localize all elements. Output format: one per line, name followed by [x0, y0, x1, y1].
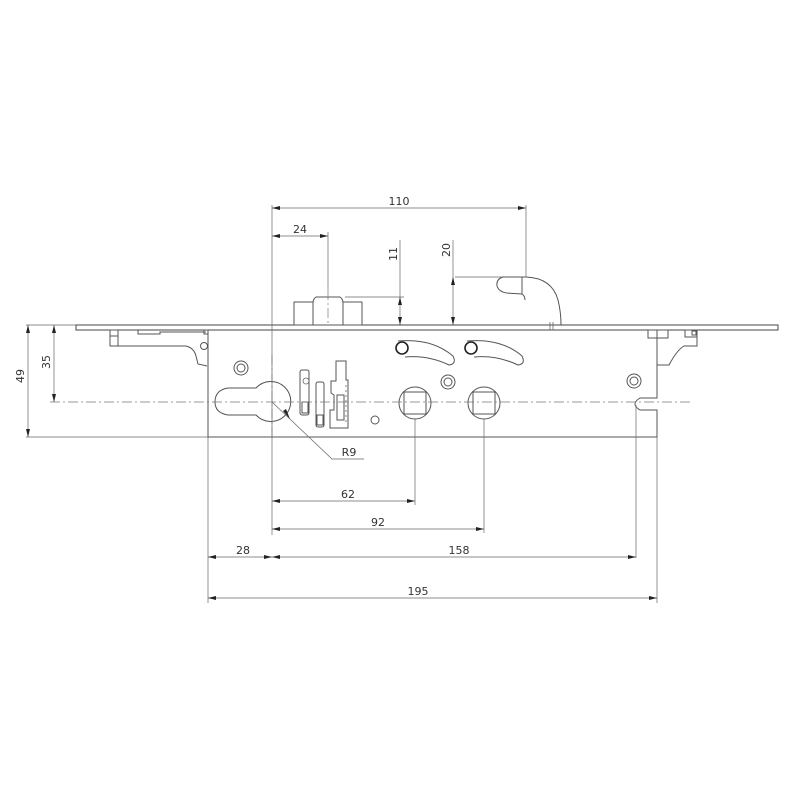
dim-label-158: 158	[449, 544, 470, 557]
dim-label-28: 28	[236, 544, 250, 557]
lock-case	[207, 330, 658, 438]
spindle-followers	[398, 386, 501, 420]
center-lines	[50, 355, 690, 440]
faceplate	[75, 324, 779, 331]
cylinder-keyhole	[214, 381, 292, 422]
right-end-bracket	[647, 329, 698, 366]
dim-label-20: 20	[440, 243, 453, 257]
dim-label-110: 110	[389, 195, 410, 208]
dimension-lines	[26, 206, 657, 600]
extension-lines	[26, 205, 658, 603]
dim-label-195: 195	[408, 585, 429, 598]
dim-label-35: 35	[40, 355, 53, 369]
dim-label-r9: R9	[342, 446, 357, 459]
fixing-screws	[233, 360, 642, 425]
deadbolt	[293, 290, 363, 326]
dim-label-24: 24	[293, 223, 307, 236]
internal-mechanism	[299, 360, 349, 429]
dim-label-49: 49	[14, 369, 27, 383]
dimension-labels: 110 24 11 20 49 35 R9 62 92 28 158 195	[14, 195, 470, 598]
left-end-bracket	[109, 329, 209, 367]
dim-label-62: 62	[341, 488, 355, 501]
dim-label-92: 92	[371, 516, 385, 529]
dim-label-11: 11	[387, 247, 400, 261]
hook-latch	[496, 276, 562, 330]
curved-slots	[395, 340, 524, 366]
